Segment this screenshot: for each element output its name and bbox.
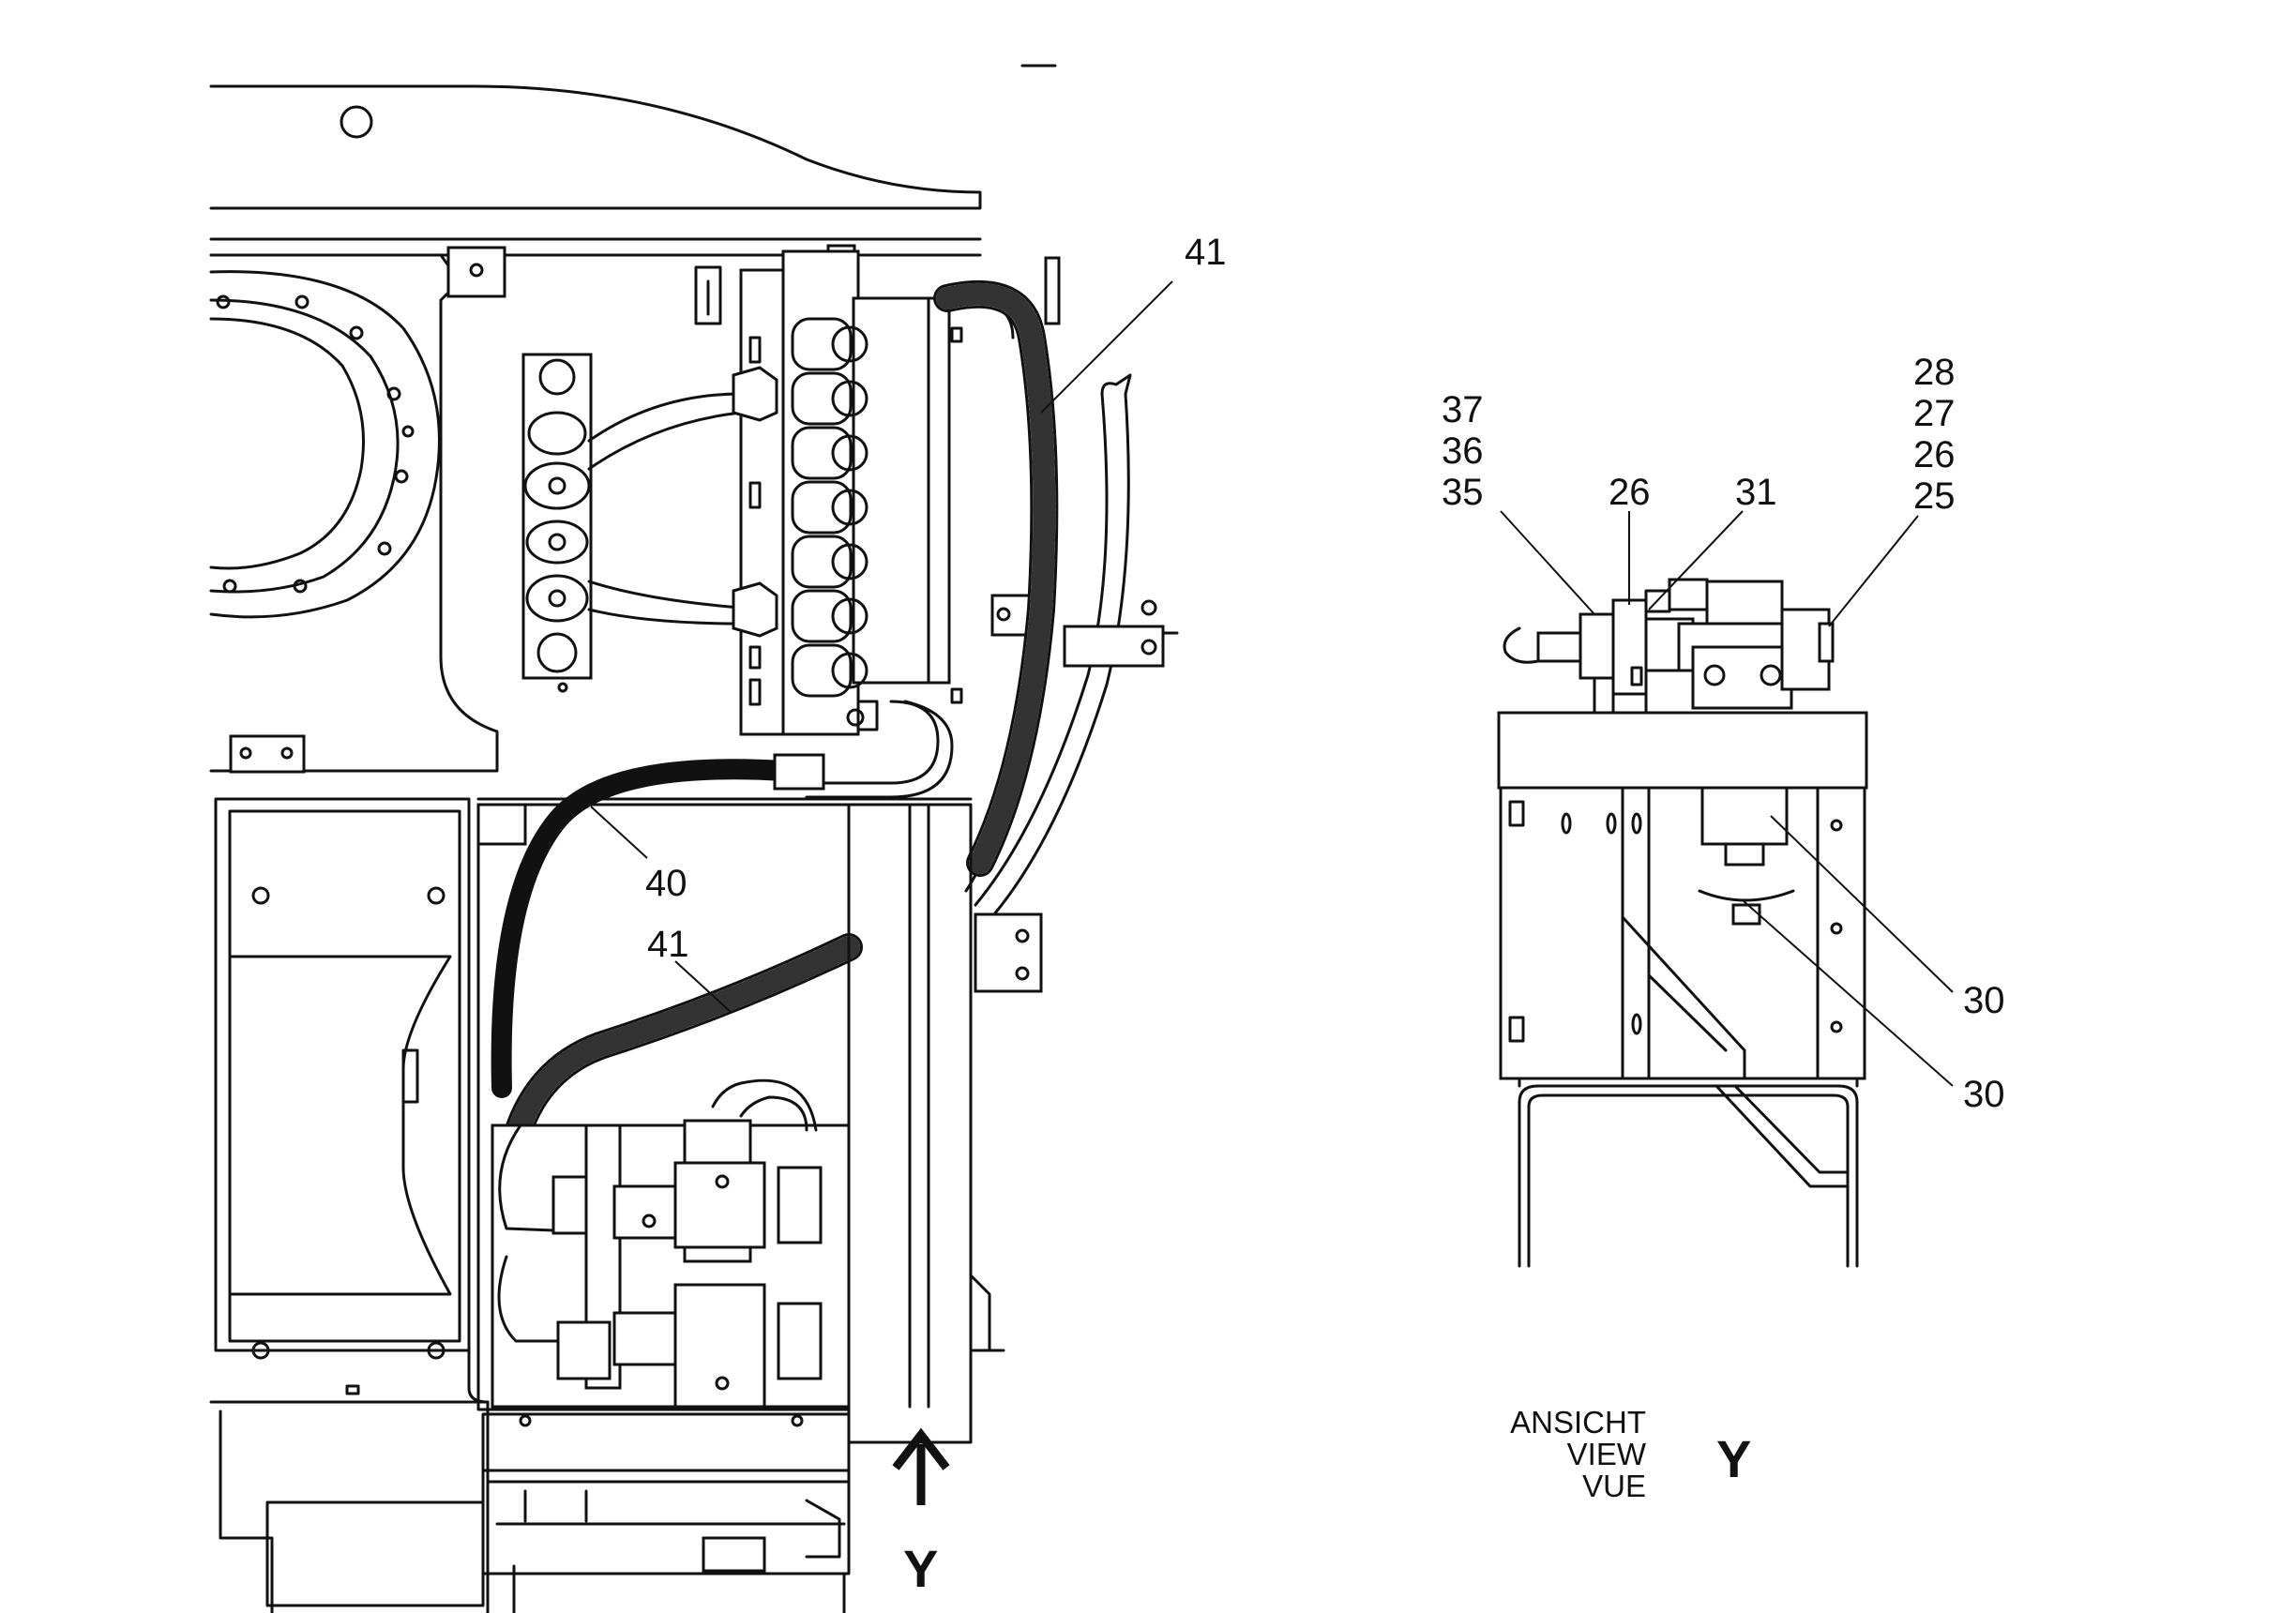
control-valve-bank (694, 249, 963, 799)
central-support-frame (476, 797, 1005, 1444)
detail-leader-lines (1500, 510, 1954, 1087)
caption-vue: VUE (1582, 1469, 1646, 1503)
callout-41-lower: 41 (647, 924, 689, 965)
callout-35: 35 (1442, 472, 1484, 513)
detail-view-y: 37 36 35 26 31 28 27 26 25 30 30 (1442, 352, 2005, 1268)
valve-spools (791, 317, 869, 698)
callout-40: 40 (645, 863, 687, 904)
caption-ansicht: ANSICHT (1510, 1405, 1646, 1440)
return-pipes-right (945, 287, 1179, 993)
hose-40 (491, 753, 825, 1098)
callout-37: 37 (1442, 389, 1484, 430)
callout-41-upper: 41 (1185, 232, 1227, 273)
valve-fittings-left (732, 336, 778, 706)
detail-valve-assembly (1503, 578, 1835, 715)
bottom-tray (265, 1412, 851, 1613)
main-leader-lines (590, 280, 1173, 1014)
callout-36: 36 (1442, 430, 1484, 472)
view-caption: ANSICHT VIEW VUE Y (1510, 1405, 1751, 1503)
detail-stand (1518, 1077, 1859, 1268)
swivel-manifold-block (521, 353, 743, 693)
detail-tank-box (1497, 711, 1868, 1080)
swing-bearing-ring (209, 270, 441, 619)
pump-assembly (491, 1078, 851, 1409)
callout-25: 25 (1913, 475, 1956, 517)
callout-30-upper: 30 (1963, 980, 2005, 1021)
callout-26-right: 26 (1913, 434, 1956, 475)
callout-26-mid: 26 (1609, 472, 1651, 513)
caption-letter-y: Y (1716, 1429, 1751, 1488)
callout-31: 31 (1735, 472, 1777, 513)
callout-28: 28 (1913, 352, 1956, 393)
callout-27: 27 (1913, 393, 1956, 434)
view-direction-arrow (892, 1427, 950, 1505)
view-arrow-letter: Y (903, 1539, 938, 1598)
lower-left-frame (209, 797, 490, 1613)
main-view: 41 40 41 Y (209, 64, 1227, 1613)
hose-41-upper (933, 256, 1061, 877)
caption-view: VIEW (1567, 1437, 1647, 1471)
callout-30-lower: 30 (1963, 1074, 2005, 1115)
top-frame-beam (209, 64, 1057, 210)
